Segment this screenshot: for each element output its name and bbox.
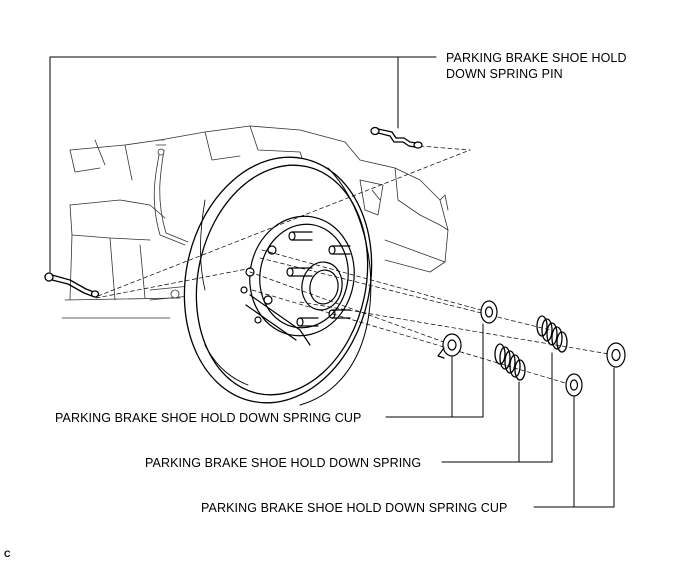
spring-label: PARKING BRAKE SHOE HOLD DOWN SPRING: [145, 456, 422, 470]
hold-down-spring-1: [494, 343, 526, 381]
spring-cup-label-lower: PARKING BRAKE SHOE HOLD DOWN SPRING CUP: [201, 501, 508, 515]
spring-pin-label-line1: PARKING BRAKE SHOE HOLD: [446, 51, 627, 65]
spring-pin-label-line2: DOWN SPRING PIN: [446, 67, 563, 81]
spring-cup-label-upper: PARKING BRAKE SHOE HOLD DOWN SPRING CUP: [55, 411, 362, 425]
spring-cup-2: [480, 300, 498, 324]
hold-down-spring-pin-upper: [370, 126, 423, 149]
axle-hub: [240, 215, 355, 346]
leader-lines: [49, 56, 615, 508]
hold-down-spring-2: [536, 315, 568, 353]
figure-code: C: [4, 549, 11, 559]
spring-cup-1: [437, 333, 462, 359]
spring-cup-3: [565, 373, 583, 397]
spring-cup-4: [606, 342, 626, 368]
alignment-lines: [95, 145, 616, 386]
hold-down-spring-pin-lower: [44, 272, 100, 298]
